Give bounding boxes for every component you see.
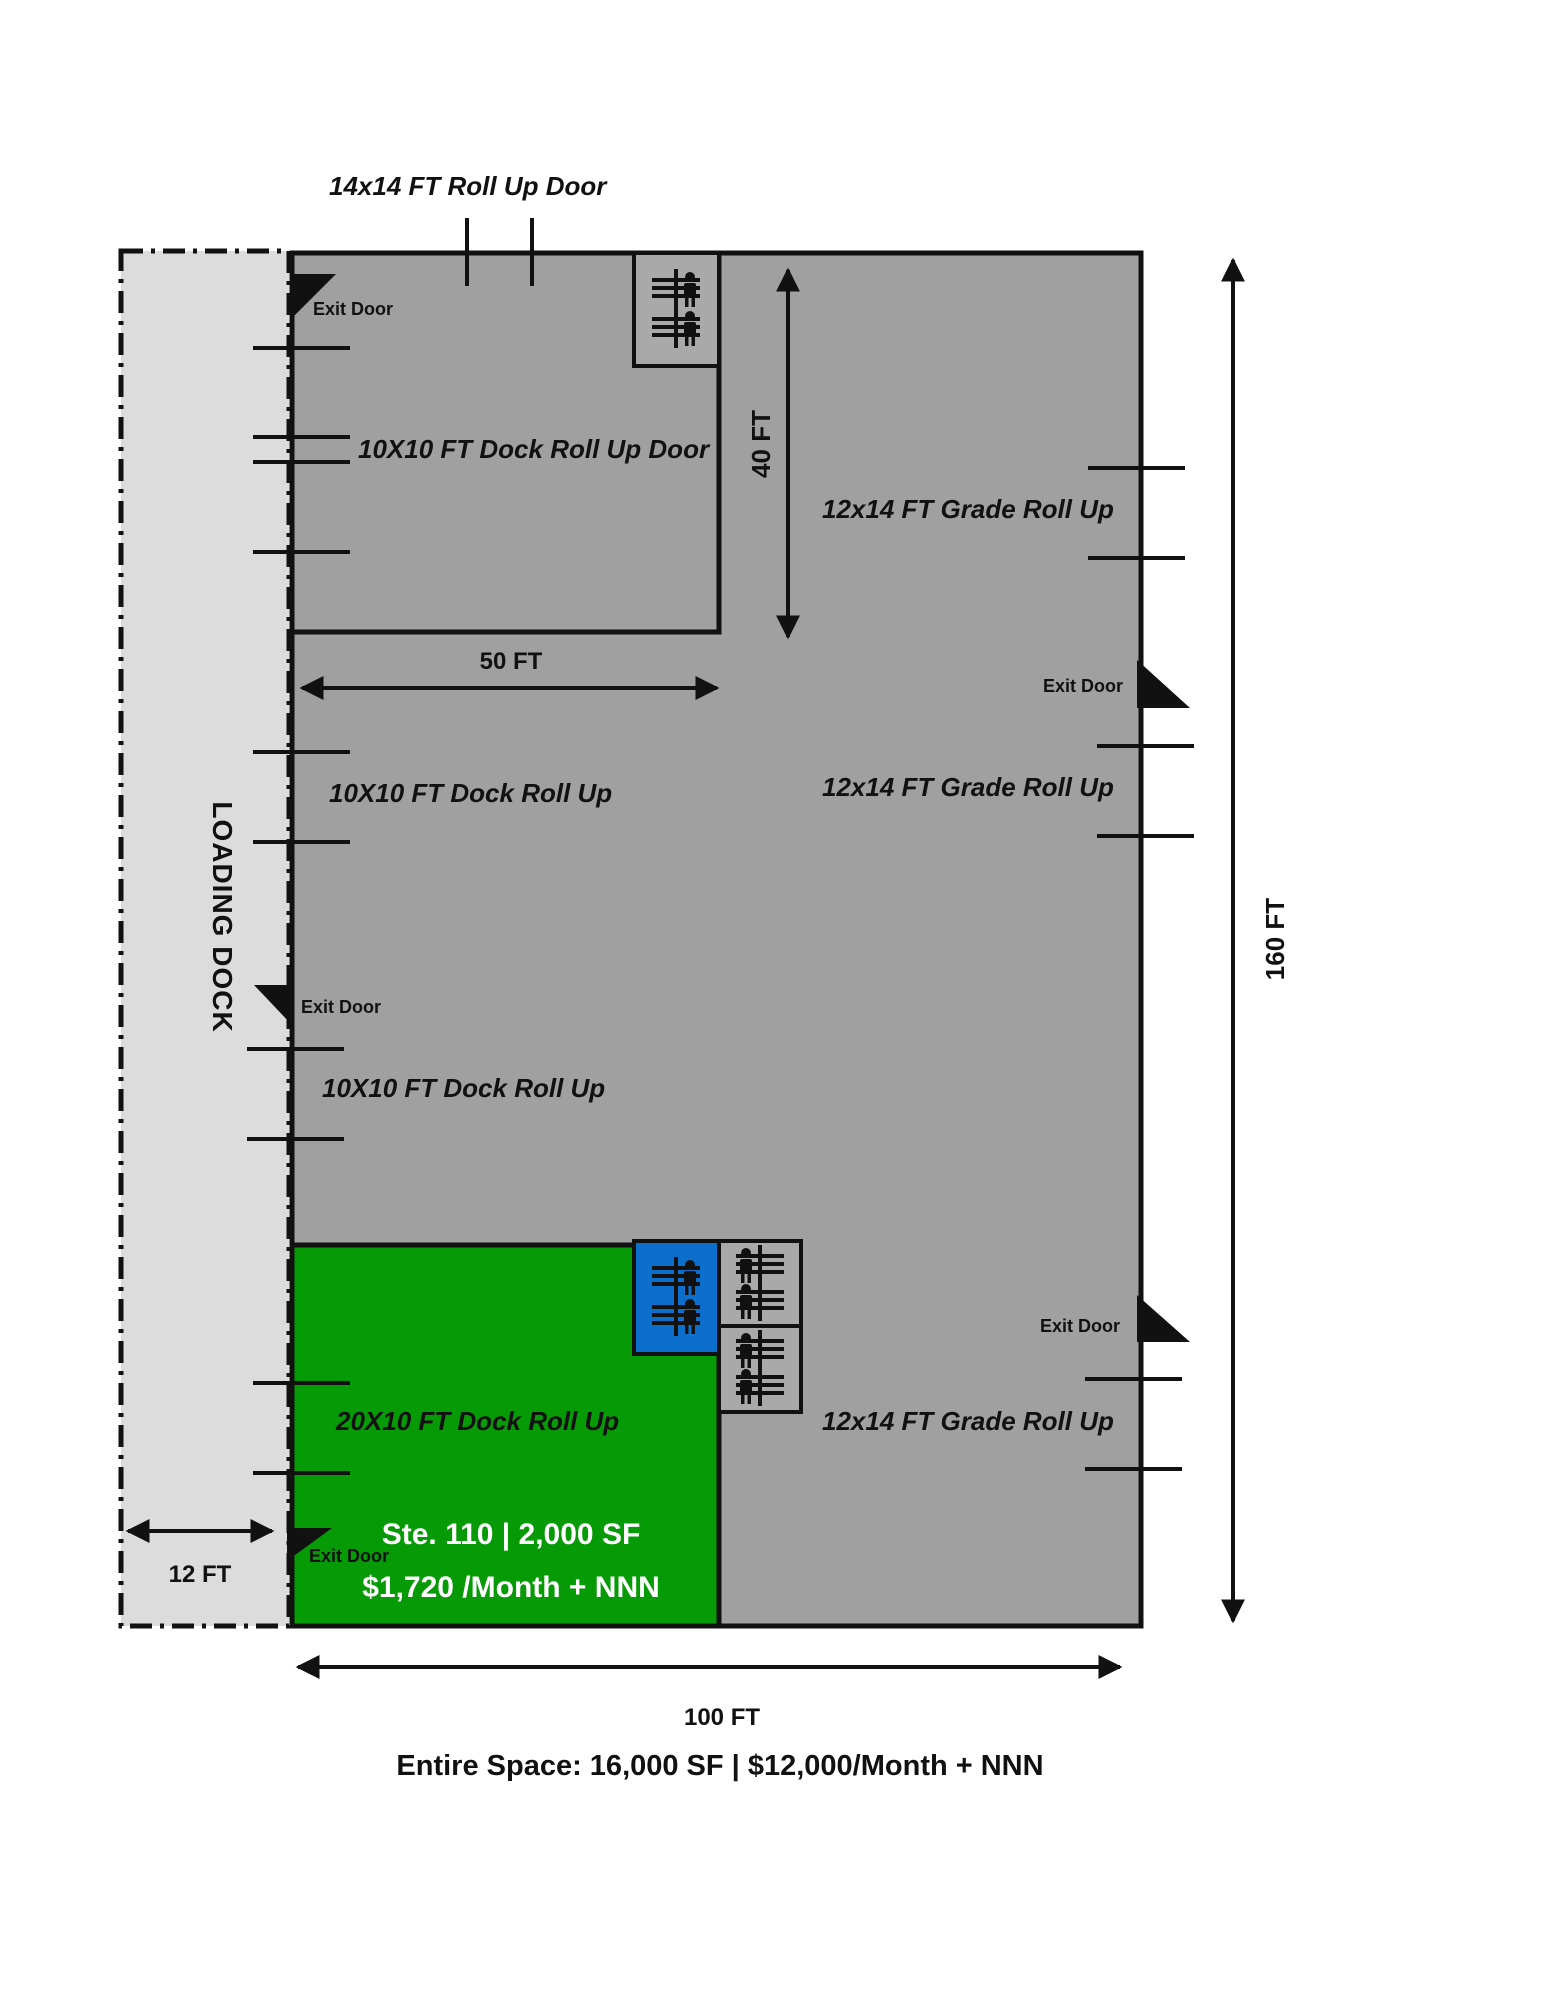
exit-door-icon bbox=[287, 1528, 332, 1561]
restroom-suite bbox=[632, 1239, 721, 1356]
exit-door-icon bbox=[254, 985, 292, 1025]
exit-door-label: Exit Door bbox=[313, 299, 393, 319]
dock-door-4-label: 20X10 FT Dock Roll Up bbox=[335, 1406, 619, 1436]
building-width-label: 100 FT bbox=[684, 1704, 760, 1731]
summary-text: Entire Space: 16,000 SF | $12,000/Month … bbox=[396, 1750, 1043, 1782]
exit-door-icon bbox=[292, 274, 336, 318]
top-door-label: 14x14 FT Roll Up Door bbox=[329, 171, 608, 201]
loading-dock-area bbox=[118, 248, 292, 1629]
grade-door-2-label: 12x14 FT Grade Roll Up bbox=[822, 772, 1114, 802]
exit-door-icons bbox=[254, 274, 1190, 1561]
restroom-lower bbox=[717, 1239, 803, 1414]
exit-door-label: Exit Door bbox=[1043, 676, 1123, 696]
grade-door-1-label: 12x14 FT Grade Roll Up bbox=[822, 494, 1114, 524]
office-area bbox=[289, 250, 722, 635]
building-length-label: 160 FT bbox=[1260, 898, 1290, 980]
grade-door-3-label: 12x14 FT Grade Roll Up bbox=[822, 1406, 1114, 1436]
dock-width-label: 12 FT bbox=[169, 1561, 232, 1588]
office-depth-label: 40 FT bbox=[746, 410, 776, 478]
dock-door-2-label: 10X10 FT Dock Roll Up bbox=[329, 778, 612, 808]
suite-price: $1,720 /Month + NNN bbox=[362, 1571, 660, 1604]
exit-door-icon bbox=[1137, 1295, 1190, 1342]
suite-title: Ste. 110 | 2,000 SF bbox=[382, 1518, 641, 1551]
exit-door-label: Exit Door bbox=[1040, 1316, 1120, 1336]
exit-door-label: Exit Door bbox=[301, 997, 381, 1017]
restroom-top bbox=[632, 251, 721, 368]
exit-door-label: Exit Door bbox=[309, 1546, 389, 1566]
exit-door-icon bbox=[1137, 660, 1190, 708]
office-width-label: 50 FT bbox=[480, 648, 543, 675]
loading-dock-label: LOADING DOCK bbox=[207, 801, 238, 1032]
dimension-arrows bbox=[125, 257, 1245, 1679]
door-ticks bbox=[247, 218, 1194, 1475]
dock-door-3-label: 10X10 FT Dock Roll Up bbox=[322, 1073, 605, 1103]
dock-door-1-label: 10X10 FT Dock Roll Up Door bbox=[358, 434, 711, 464]
